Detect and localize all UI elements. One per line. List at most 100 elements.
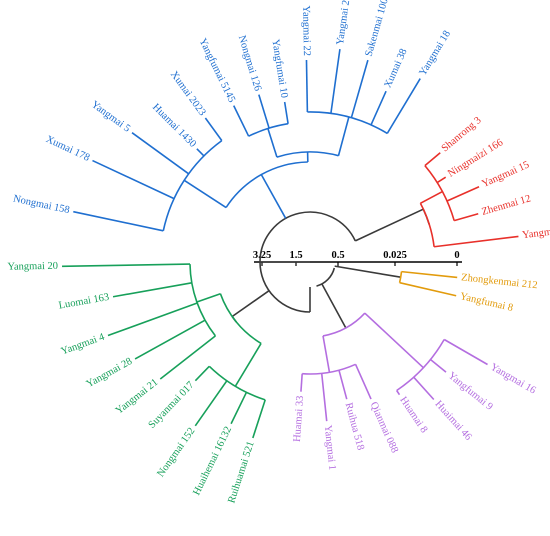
leaf-label-blue: Nongmai 158 [12,193,70,216]
backbone-radial [231,290,270,318]
leaf-label-green: Yangmai 20 [7,261,58,273]
leaf-label-green: Yangmai 28 [85,356,135,390]
scale-label: 1.5 [289,250,302,261]
branch-purple-radial [354,363,372,400]
branch-green-radial [252,399,266,439]
branch-blue-radial [267,128,278,158]
cluster-gold [398,270,458,297]
branch-blue-radial [330,48,341,114]
branch-purple-radial [364,312,424,369]
branch-green-arc [189,264,217,337]
branch-purple-radial [338,369,348,400]
leaf-label-blue: Yangmai 18 [418,29,453,78]
branch-red-radial [424,152,441,167]
branch-blue-arc [248,122,289,137]
cluster-purple [300,312,488,422]
branch-green-radial [230,391,248,425]
leaf-label-purple: Ruihua 518 [343,402,366,452]
cluster-red [419,152,519,248]
branch-blue-radial [196,148,205,157]
branch-red-radial [436,176,447,184]
branch-gold-radial [399,281,457,297]
branch-purple-radial [396,390,401,396]
leaf-label-red: Shanrong 3 [440,115,484,154]
branch-blue-radial [233,105,250,137]
branch-purple-radial [443,338,488,366]
leaf-label-purple: Yangmai 1 [322,425,338,471]
tree-backbone [231,208,430,329]
leaf-label-gold: Zhongkenmai 212 [461,272,538,291]
branch-green-radial [159,335,216,380]
backbone-radial [321,283,347,329]
backbone-radial [334,265,401,278]
branch-purple-arc [322,312,366,337]
branch-green-radial [194,365,210,382]
branch-green-radial [112,282,192,298]
leaf-label-blue: Xumai 178 [44,134,91,164]
branch-purple-radial [320,373,328,422]
branch-green-arc [219,293,262,345]
branch-green-arc [208,365,266,401]
leaf-label-green: Luomai 163 [58,292,110,312]
scale-label: 0 [454,250,459,261]
backbone-arc [259,261,311,313]
leaf-label-blue: Yangfumai 10 [269,39,289,99]
branch-blue-arc [276,151,339,158]
branch-green-radial [194,380,228,427]
branch-purple-radial [322,335,331,373]
branch-purple-arc [302,363,356,375]
branch-blue-arc [307,111,388,135]
leaf-label-green: Ruihuamai 521 [226,440,256,505]
branch-blue-arc [225,161,308,208]
leaf-label-purple: Yangmai 16 [488,362,537,397]
branch-gold-radial [401,270,458,279]
leaf-label-red: Yangmai 25 [522,224,550,241]
cluster-green [62,263,266,439]
leaf-label-blue: Yangmai 5 [89,99,132,135]
branch-purple-radial [300,373,303,392]
branch-purple-radial [413,376,435,401]
branch-red-radial [453,212,479,222]
leaf-label-red: Yangmai 15 [480,159,531,190]
branch-blue-radial [370,90,387,126]
branch-blue-radial [92,159,175,200]
backbone-arc [316,267,336,287]
branch-purple-arc [396,339,445,392]
scale-label: 0.025 [383,250,407,261]
branch-purple-radial [429,358,447,373]
leaf-label-purple: Huaimai 46 [432,399,473,443]
branch-blue-radial [260,174,287,219]
branch-blue-radial [350,59,369,119]
leaf-label-purple: Huamai 8 [397,395,429,435]
branch-blue-radial [386,78,421,134]
branch-red-radial [433,235,519,248]
branch-red-arc [424,165,455,221]
leaf-label-gold: Yangfumai 8 [459,291,514,314]
leaf-label-green: Nongmai 152 [155,426,197,479]
branch-blue-radial [131,132,190,175]
branch-red-radial [446,186,480,202]
cluster-blue [73,48,421,232]
branch-blue-radial [73,210,164,232]
leaf-label-blue: Sakenmai 1008 [364,0,392,58]
scale-label: 0.5 [331,250,344,261]
leaf-label-blue: Yangmai 22 [300,5,312,56]
branch-blue-radial [283,101,289,124]
branch-blue-arc [162,139,223,231]
branch-blue-radial [305,60,309,113]
leaf-label-blue: Xumai 38 [383,47,410,90]
leaf-label-blue: Xumai 2023 [168,69,208,118]
backbone-radial [354,208,424,242]
leaf-label-blue: Yangfumai 5145 [197,37,237,105]
branch-green-radial [234,343,262,387]
leaf-label-blue: Huamai 1430 [150,102,198,150]
branch-red-radial [419,190,443,205]
branch-blue-radial [258,94,270,129]
branch-red-arc [419,202,435,247]
leaf-label-blue: Nongmai 126 [236,34,263,92]
leaf-label-purple: Qianmai 088 [368,400,400,454]
branch-blue-radial [337,116,350,156]
